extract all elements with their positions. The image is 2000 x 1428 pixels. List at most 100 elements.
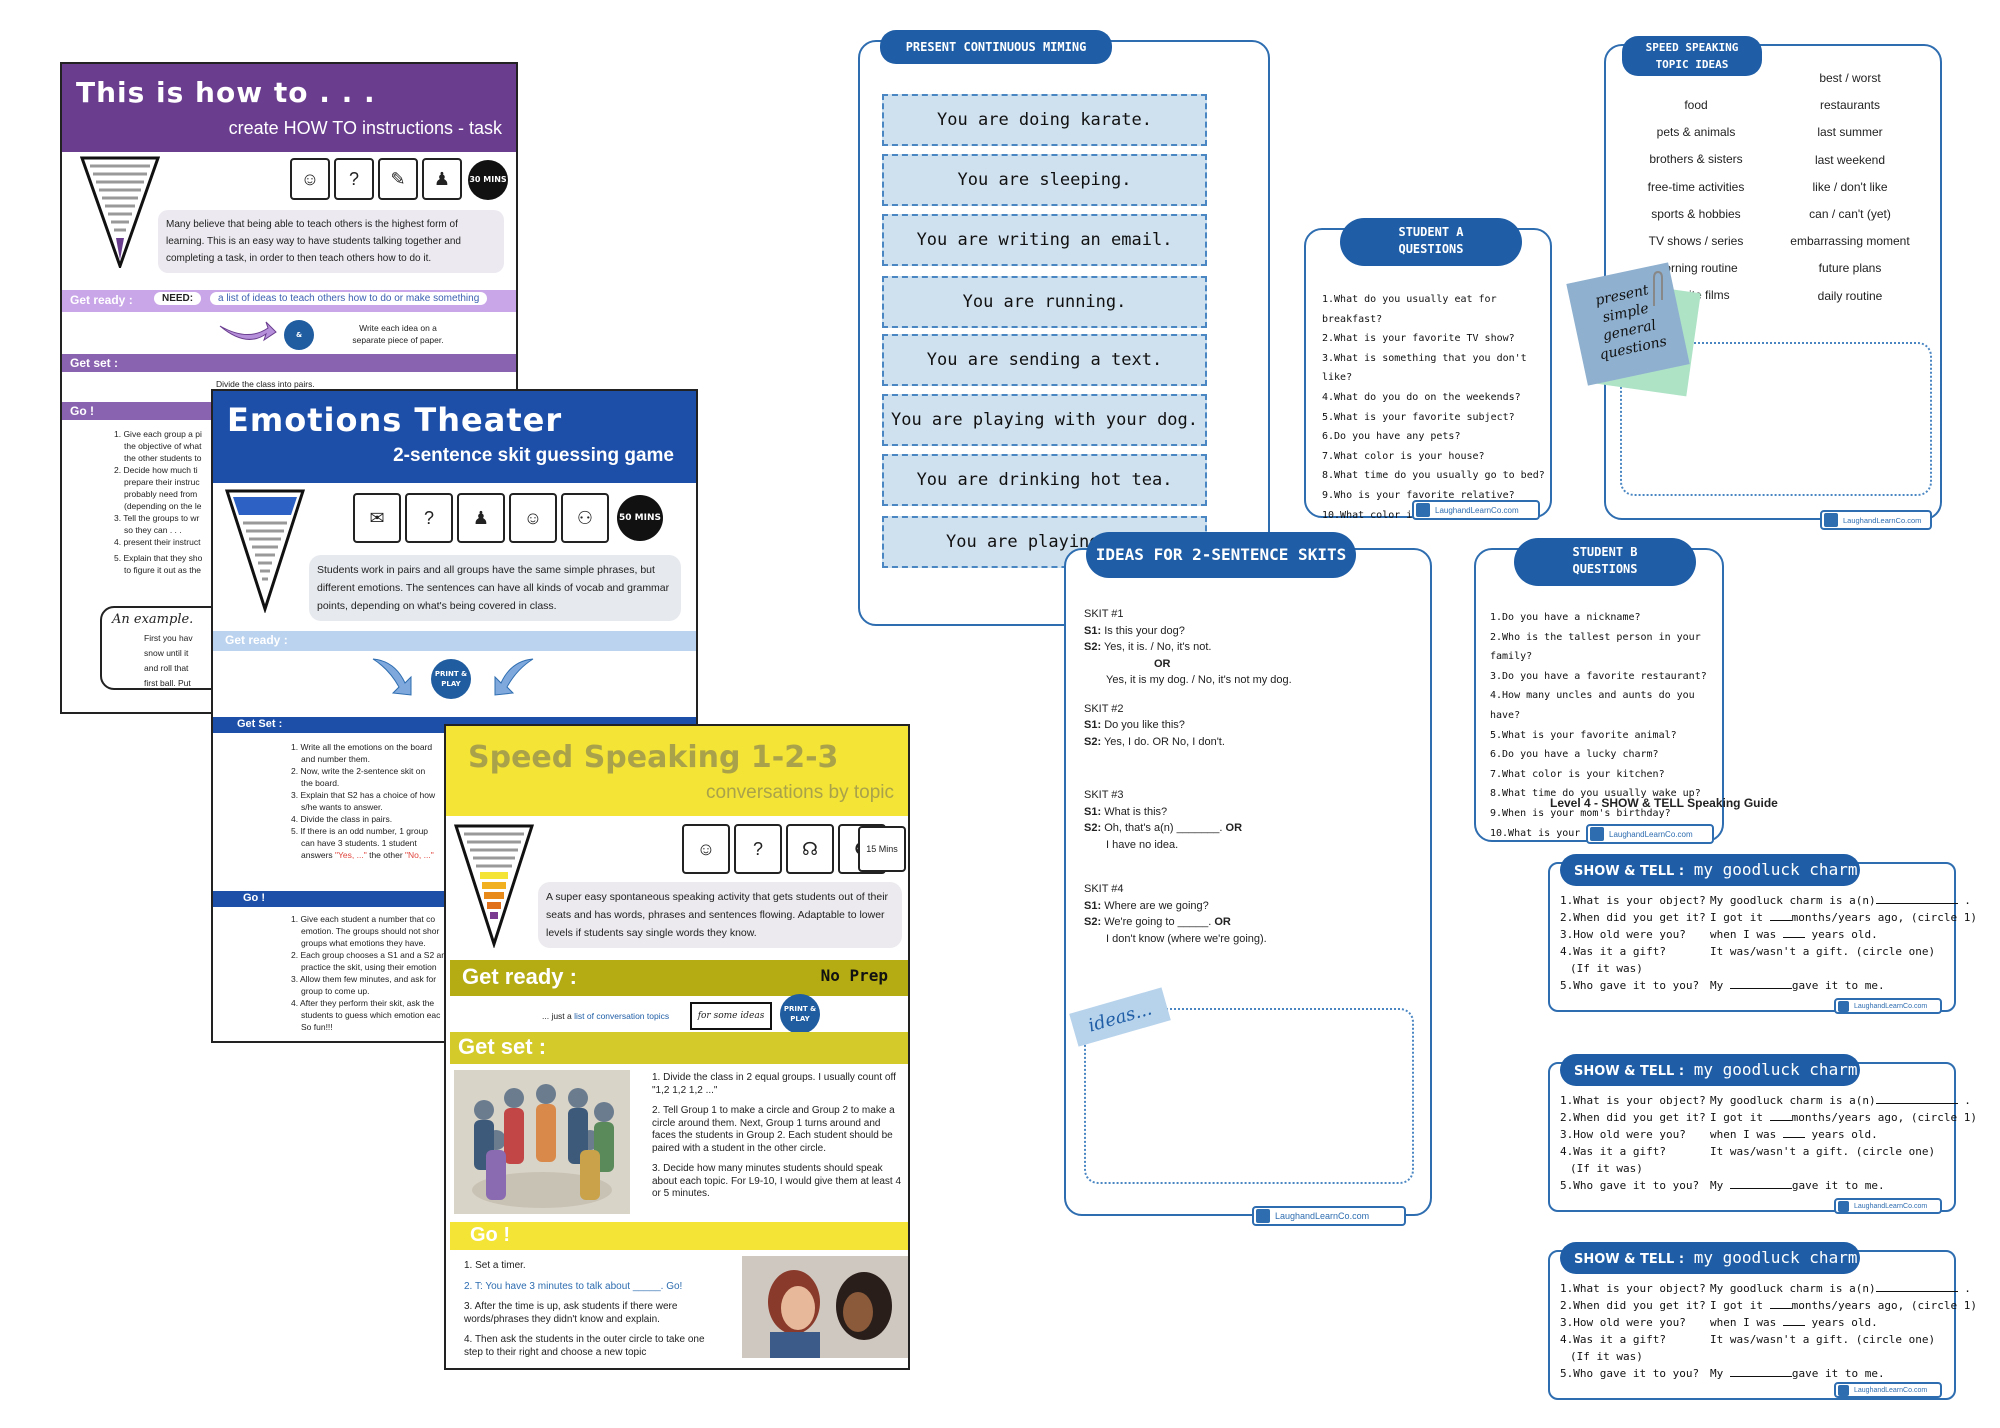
step-line: 4. Divide the class in pairs. [291,814,393,824]
answer-text: My [1710,1367,1724,1380]
answer-blank [1769,920,1792,921]
title-line: TOPIC IDEAS [1655,58,1729,71]
some-ideas-arrow: for some ideas [690,1002,772,1030]
step-line: 4. present their instruct [114,537,201,547]
speed-go-steps: 1. Set a timer. 2. T: You have 3 minutes… [464,1260,708,1359]
topic-item: brothers & sisters [1649,152,1743,167]
miming-title: PRESENT CONTINUOUS MIMING [880,30,1112,64]
question-item: 1.What is your object? [1560,1282,1706,1295]
step-line: groups what emotions they have. [301,938,426,948]
skit-text: Yes, I do. OR No, I don't. [1103,735,1225,748]
skit-text: Where are we going? [1104,899,1209,912]
classroom-icon: ♟ [422,158,462,200]
laughandlearn-logo: LaughandLearnCo.com [1820,510,1932,530]
speed-subtitle: conversations by topic [706,782,894,803]
ideas-box [1084,1008,1414,1184]
sticky-note: present simple general questions [1566,262,1690,386]
skit-line: S2: We're going to _____. OR [1084,914,1414,931]
funnel-graphic [80,156,160,268]
topic-item: embarrassing moment [1790,234,1910,249]
howto-get-set-text: Divide the class into pairs. [216,379,315,389]
need-label: NEED: [154,292,202,305]
skit-text: I don't know (where we're going). [1106,932,1267,945]
question-item: 7.What color is your house? [1322,450,1485,462]
speed-get-ready-bar: Get ready : No Prep [450,960,908,996]
s1-label: S1: [1084,719,1102,731]
answer-text: My goodluck charm is a(n) [1710,1094,1876,1107]
skit-title: SKIT #2 [1084,702,1124,715]
show-tell-topic: my goodluck charm [1693,1060,1858,1079]
need-text: a list of ideas to teach others how to d… [210,292,488,305]
emotions-header: Emotions Theater 2-sentence skit guessin… [213,391,696,483]
skit-title: SKIT #3 [1084,789,1124,801]
howto-subtitle: create HOW TO instructions - task [228,118,502,138]
topic-item: morning routine [1654,261,1738,276]
pairs-icon: ⚇ [561,493,609,543]
answer-line: My gave it to me. [1710,1365,1885,1382]
s2-label: S2: [1084,916,1102,928]
answer-blank [1769,1308,1792,1309]
get-set-label: Get Set : [237,718,283,730]
skit-title: SKIT #1 [1084,608,1124,620]
mime-item: You are running. [882,276,1207,328]
step-line: group to come up. [301,986,370,996]
answer-line: It was/wasn't a gift. (circle one) [1710,1333,1936,1346]
show-tell-card-2: SHOW & TELL : my goodluck charm 1.What i… [1548,1054,1977,1214]
show-tell-header: SHOW & TELL : my goodluck charm [1560,854,1860,886]
logo-icon [1590,827,1604,841]
laughandlearn-logo: LaughandLearnCo.com [1834,1198,1942,1214]
question-item: 3.How old were you? [1560,1128,1686,1141]
howto-go-steps: 1. Give each group a pi the objective of… [114,428,202,576]
logo-text: LaughandLearnCo.com [1609,829,1693,839]
s2-label: S2: [1084,641,1102,653]
students-talking-photo [742,1256,908,1358]
topic-item: sports & hobbies [1651,206,1741,221]
logo-icon [1838,1384,1849,1396]
question-item: 4.What do you do on the weekends? [1322,391,1521,403]
answer-blank [1782,1325,1805,1326]
answer-line: I got it months/years ago, (circle 1) [1710,1109,1977,1126]
answer-text: My [1710,979,1724,992]
answers-prefix: answers [301,850,336,860]
skit-line: S2: Oh, that's a(n) _______. OR [1084,820,1414,837]
example-line: first ball. Put [144,678,191,688]
arrow-icon [219,321,277,342]
mime-item: You are writing an email. [882,214,1207,266]
question-item: 9.Who is your favorite relative? [1322,489,1515,501]
answer-text: My goodluck charm is a(n) [1710,894,1876,907]
question-item: 7.What color is your kitchen? [1490,768,1665,780]
step-line: 1. Give each group a pi [114,429,202,439]
speed-worksheet: Speed Speaking 1-2-3 conversations by to… [444,724,910,1370]
step-line: 5. Explain that they sho [114,553,203,563]
answer-text: My goodluck charm is a(n) [1710,1282,1876,1295]
question-item: 3.Do you have a favorite restaurant? [1490,670,1707,682]
question-item: 1.What is your object? [1560,1094,1706,1107]
s2-label: S2: [1084,735,1102,748]
question-item: 5.Who gave it to you? [1560,1367,1700,1380]
answer-line: when I was years old. [1710,1126,1878,1143]
student-b-questions: 1.Do you have a nickname? 2.Who is the t… [1490,608,1722,843]
topic-item: free-time activities [1647,179,1745,194]
topics-left: food pets & animals brothers & sisters f… [1626,92,1766,310]
speaking-icon: ☺ [290,158,330,200]
question-item: 2.When did you get it? [1560,911,1706,924]
topic-item: last summer [1817,125,1883,140]
show-tell-label: SHOW & TELL : [1574,1064,1685,1079]
step-line: 3. Explain that S2 has a choice of how [291,790,436,800]
answer-text: gave it to me. [1791,979,1885,992]
skit-line: S1: Do you like this? [1084,717,1414,734]
title-line: SPEED SPEAKING [1645,41,1739,54]
laughandlearn-logo: LaughandLearnCo.com [1586,824,1714,844]
go-label: Go ! [470,1224,510,1246]
emotions-go-steps: 1. Give each student a number that co em… [291,913,446,1033]
speed-header: Speed Speaking 1-2-3 conversations by to… [446,726,908,816]
step-line: 2. Each group chooses a S1 and a S2 an [291,950,447,960]
mime-item: You are sleeping. [882,154,1207,206]
answers-yes: "Yes, ..." [335,850,367,860]
list-link[interactable]: list of conversation topics [574,1011,670,1021]
step-line: and number them. [301,754,370,764]
answer-text: I got it [1710,1111,1763,1124]
step-line: prepare their instruc [124,477,200,487]
example-line: and roll that [144,663,189,673]
emotions-subtitle: 2-sentence skit guessing game [393,445,674,466]
